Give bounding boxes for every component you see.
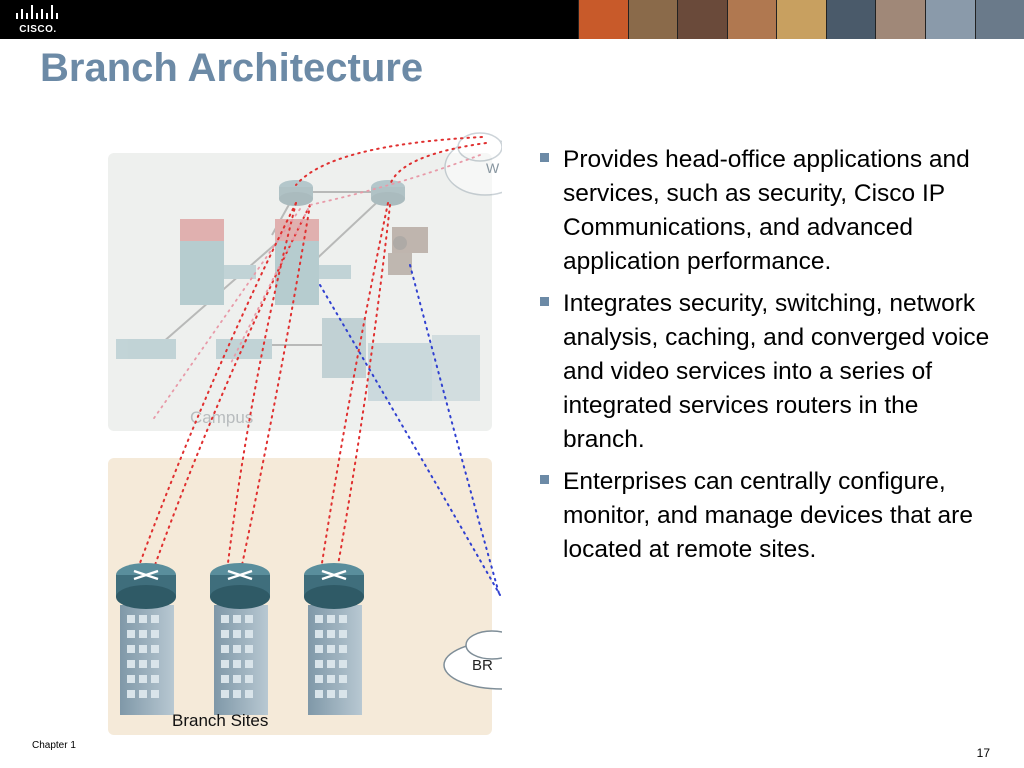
header-photo — [677, 0, 727, 39]
bullet-text: Integrates security, switching, network … — [563, 290, 990, 453]
top-banner: CISCO. — [0, 0, 1024, 39]
workstation-icon — [388, 227, 428, 275]
campus-server-icon — [322, 318, 480, 401]
bullet-square-icon — [540, 153, 549, 162]
header-photo — [974, 0, 1024, 39]
branch-site-2 — [210, 563, 270, 715]
bullet-item: Integrates security, switching, network … — [540, 287, 990, 457]
branch-router-icon — [210, 563, 270, 609]
branch-sites-label: Branch Sites — [172, 711, 268, 730]
header-photo — [825, 0, 876, 39]
branch-site-3 — [304, 563, 364, 715]
cisco-logo-text: CISCO. — [19, 24, 57, 35]
pink-links — [151, 154, 481, 422]
chapter-label: Chapter 1 — [32, 740, 76, 751]
wan-cloud-icon — [444, 132, 502, 196]
branch-router-icon — [304, 563, 364, 609]
branch-area — [108, 458, 492, 735]
bullet-item: Enterprises can centrally configure, mon… — [540, 465, 990, 567]
bullet-item: Provides head-office applications and se… — [540, 143, 990, 279]
broadband-cloud-label: BR — [472, 657, 493, 674]
page-number: 17 — [976, 746, 990, 760]
header-photo-strip — [578, 0, 1024, 39]
bullet-list: Provides head-office applications and se… — [540, 143, 990, 575]
firewall-icon — [180, 219, 256, 305]
header-photo — [875, 0, 925, 39]
cisco-logo: CISCO. — [10, 5, 66, 35]
wan-cloud-label: W — [486, 160, 500, 176]
bullet-square-icon — [540, 475, 549, 484]
header-photo — [726, 0, 777, 39]
bullet-square-icon — [540, 297, 549, 306]
blue-broadband-links — [319, 264, 501, 598]
campus-router-icon — [371, 180, 405, 206]
campus-label: Campus — [190, 408, 253, 427]
cisco-bars-icon — [16, 5, 58, 19]
branch-network-diagram: W — [108, 132, 502, 735]
broadband-cloud-icon — [443, 630, 502, 690]
header-photo — [924, 0, 975, 39]
bullet-text: Enterprises can centrally configure, mon… — [563, 468, 973, 563]
header-photo — [578, 0, 628, 39]
header-photo — [776, 0, 826, 39]
header-photo — [627, 0, 678, 39]
campus-area — [108, 153, 492, 431]
campus-router-icon — [279, 180, 313, 206]
red-wan-links — [139, 136, 487, 566]
bullet-text: Provides head-office applications and se… — [563, 146, 970, 275]
slide-title: Branch Architecture — [40, 46, 424, 90]
branch-router-icon — [116, 563, 176, 609]
branch-site-1 — [116, 563, 176, 715]
